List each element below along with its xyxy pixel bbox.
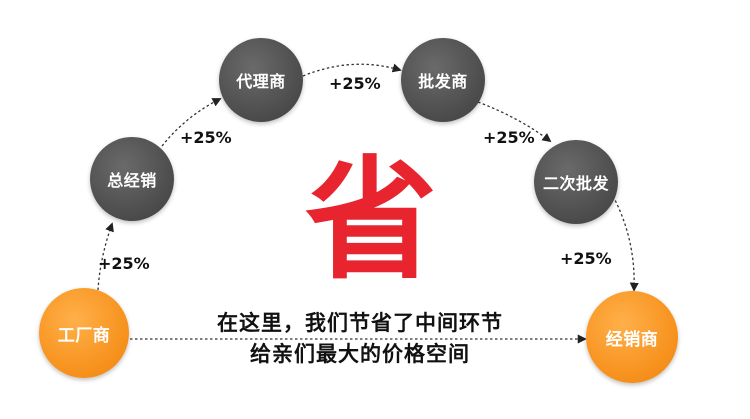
markup-label-4: +25% [483,128,535,147]
node-agent: 代理商 [219,38,303,122]
node-wholesaler: 批发商 [401,38,485,122]
save-character: 省 [305,144,437,298]
node-wholesaler-label: 批发商 [418,72,468,91]
markup-label-3: +25% [329,74,381,93]
node-secondary-wholesale: 二次批发 [534,140,618,224]
arrow-agent-to-wholesaler [302,63,402,77]
markup-label-5: +25% [560,249,612,268]
message-line-2: 给亲们最大的价格空间 [250,342,470,366]
node-general-distributor-label: 总经销 [107,171,157,190]
node-factory-label: 工厂商 [57,325,111,346]
markup-label-2: +25% [180,128,232,147]
markup-label-1: +25% [98,254,150,273]
node-general-distributor: 总经销 [90,137,174,221]
node-dealer-label: 经销商 [605,329,659,350]
node-factory: 工厂商 [39,288,129,378]
arrow-factory-to-general [97,222,114,291]
message-line-1: 在这里，我们节省了中间环节 [217,311,503,335]
node-secondary-wholesale-label: 二次批发 [542,174,609,193]
node-dealer: 经销商 [586,291,678,383]
arrow-second-to-dealer [612,195,639,292]
node-agent-label: 代理商 [236,72,286,91]
arrow-general-to-agent [161,98,222,147]
